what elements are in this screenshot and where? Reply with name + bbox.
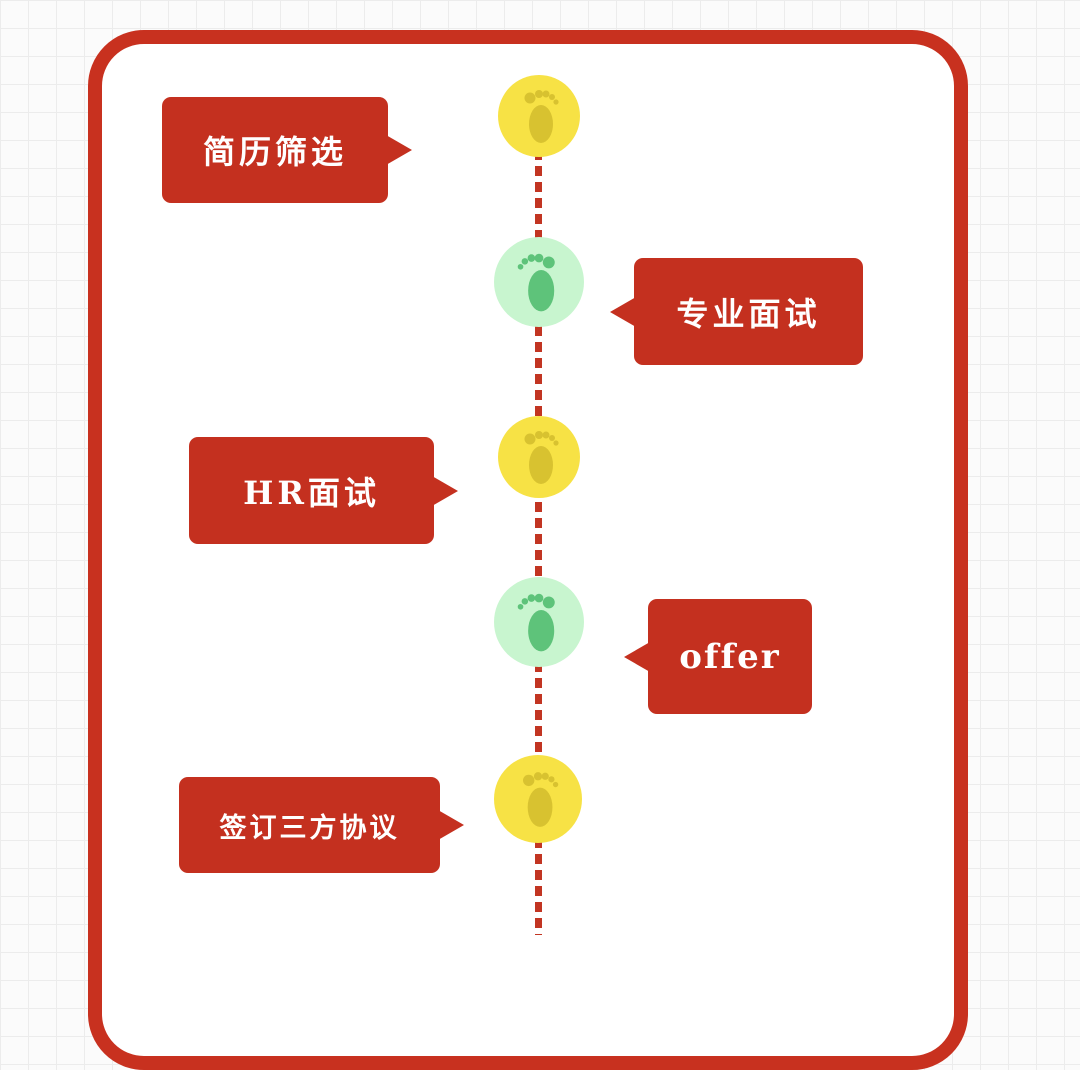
process-frame	[88, 30, 968, 1070]
step-2-label: 专业面试	[676, 294, 821, 333]
step-4-label: offer	[679, 636, 781, 677]
step-3-node	[498, 416, 580, 498]
step-1-label-bubble: 简历筛选	[162, 97, 412, 203]
timeline-dotted-line	[535, 150, 542, 935]
step-3-label-bubble: HR面试	[189, 437, 458, 544]
footprint-icon	[524, 431, 559, 484]
step-3-label: HR面试	[243, 473, 380, 512]
step-1-node	[498, 75, 580, 157]
step-5-label: 签订三方协议	[219, 812, 400, 844]
footprint-icon	[524, 90, 559, 143]
footprint-icon	[517, 593, 555, 652]
footprint-icon	[523, 772, 559, 827]
step-1-label: 简历筛选	[202, 133, 347, 171]
step-4-label-bubble: offer	[624, 599, 812, 714]
footprint-icon	[517, 253, 555, 312]
step-4-node	[494, 577, 584, 667]
step-2-node	[494, 237, 584, 327]
step-5-node	[494, 755, 582, 843]
step-2-label-bubble: 专业面试	[610, 258, 863, 365]
step-5-label-bubble: 签订三方协议	[179, 777, 464, 873]
